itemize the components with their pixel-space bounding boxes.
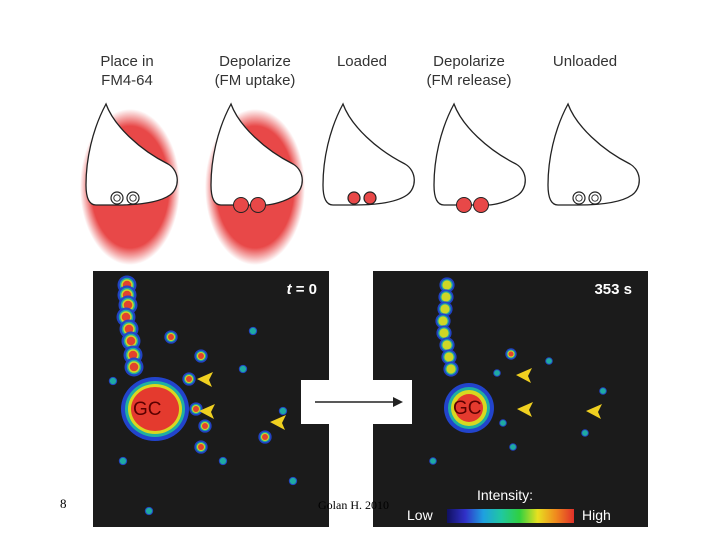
vesicle bbox=[347, 191, 361, 205]
fluorescence-image-after bbox=[429, 277, 607, 465]
fluorescent-spot bbox=[202, 423, 208, 429]
fluorescent-spot bbox=[546, 358, 552, 364]
soma-core bbox=[455, 394, 483, 422]
fluorescent-spot bbox=[193, 406, 199, 412]
slide-number: 8 bbox=[60, 496, 67, 511]
transition-arrow-box bbox=[301, 380, 412, 424]
terminal-outline bbox=[85, 102, 178, 206]
arrowhead-marker-icon bbox=[516, 368, 532, 383]
fused-vesicle bbox=[473, 197, 489, 213]
fluorescent-spot bbox=[510, 444, 516, 450]
fluorescent-spot bbox=[126, 336, 136, 346]
fluorescent-spot bbox=[444, 352, 454, 362]
terminal-outline bbox=[547, 102, 640, 206]
fluorescent-spot bbox=[442, 280, 452, 290]
fluorescent-spot bbox=[119, 457, 127, 465]
vesicle bbox=[588, 191, 602, 205]
vesicle-inner bbox=[113, 194, 121, 202]
terminal-outline bbox=[433, 102, 526, 206]
time-label-after: 353 s bbox=[594, 281, 632, 298]
arrowhead-marker-icon bbox=[270, 415, 286, 430]
arrowhead-marker-icon bbox=[517, 402, 533, 417]
fluorescent-spot bbox=[262, 434, 268, 440]
fluorescent-spot bbox=[198, 353, 204, 359]
vesicle-inner bbox=[129, 194, 137, 202]
fluorescent-spot bbox=[109, 377, 117, 385]
fluorescent-spot bbox=[500, 420, 506, 426]
fluorescent-spot bbox=[219, 457, 227, 465]
fluorescent-spot bbox=[123, 300, 133, 310]
slide-credit: Golan H. 2010 bbox=[318, 498, 389, 512]
stage-label-release: Depolarize (FM release) bbox=[426, 53, 512, 89]
micrograph-before: t = 0 GC bbox=[93, 271, 329, 527]
synapse-terminal-2 bbox=[205, 102, 305, 265]
fluorescent-spot bbox=[430, 458, 436, 464]
fluorescent-spot bbox=[121, 312, 131, 322]
vesicle-inner bbox=[575, 194, 583, 202]
stage-label-place: Place in FM4-64 bbox=[100, 53, 154, 89]
arrowhead-marker-icon bbox=[586, 404, 602, 419]
vesicle bbox=[126, 191, 140, 205]
fluorescent-spot bbox=[494, 370, 500, 376]
fluorescent-spot bbox=[249, 327, 257, 335]
intensity-colorbar bbox=[447, 509, 574, 523]
synapse-terminal-1 bbox=[80, 102, 180, 265]
fluorescent-spot bbox=[129, 362, 139, 372]
fluorescent-spot bbox=[128, 350, 138, 360]
fused-vesicle bbox=[456, 197, 472, 213]
fluorescent-spot bbox=[289, 477, 297, 485]
synapse-terminal-3 bbox=[322, 102, 415, 206]
fluorescent-spot bbox=[600, 388, 606, 394]
arrowhead-marker-icon bbox=[197, 372, 213, 387]
fluorescent-spot bbox=[446, 364, 456, 374]
fused-vesicle bbox=[233, 197, 249, 213]
cell-label-gc-before: GC bbox=[133, 399, 162, 420]
fluorescent-spot bbox=[279, 407, 287, 415]
fluorescent-spot bbox=[508, 351, 514, 357]
vesicle bbox=[363, 191, 377, 205]
vesicle bbox=[110, 191, 124, 205]
stage-label-unloaded: Unloaded bbox=[552, 53, 618, 70]
right-arrow-icon bbox=[315, 397, 403, 407]
synapse-terminal-4 bbox=[433, 102, 526, 213]
fluorescent-spot bbox=[186, 376, 192, 382]
vesicle bbox=[572, 191, 586, 205]
arrowhead-marker-icon bbox=[199, 404, 215, 419]
terminal-outline bbox=[210, 102, 303, 206]
fluorescent-spot bbox=[124, 324, 134, 334]
synapse-terminal-5 bbox=[547, 102, 640, 206]
fluorescent-spot bbox=[239, 365, 247, 373]
cell-label-gc-after: GC bbox=[453, 398, 482, 419]
intensity-low-label: Low bbox=[407, 507, 433, 523]
fluorescent-spot bbox=[582, 430, 588, 436]
fluorescent-spot bbox=[168, 334, 174, 340]
micrograph-after: 353 s GC Intensity: Low High bbox=[373, 271, 648, 527]
soma-core bbox=[131, 387, 179, 431]
fused-vesicle bbox=[250, 197, 266, 213]
fluorescent-spot bbox=[438, 316, 448, 326]
fluorescent-spot bbox=[440, 304, 450, 314]
fluorescence-image-before bbox=[108, 275, 298, 516]
vesicle-inner bbox=[591, 194, 599, 202]
fluorescent-spot bbox=[442, 340, 452, 350]
fluorescent-spot bbox=[145, 507, 153, 515]
fluorescent-spot bbox=[198, 444, 204, 450]
time-label-before: t = 0 bbox=[286, 281, 317, 298]
intensity-title: Intensity: bbox=[477, 487, 534, 503]
stage-label-loaded: Loaded bbox=[336, 53, 388, 70]
terminal-outline bbox=[322, 102, 415, 206]
stage-label-uptake: Depolarize (FM uptake) bbox=[214, 53, 296, 89]
synapse-diagram bbox=[80, 102, 640, 265]
fluorescent-spot bbox=[439, 328, 449, 338]
fluorescent-spot bbox=[441, 292, 451, 302]
intensity-high-label: High bbox=[582, 507, 611, 523]
